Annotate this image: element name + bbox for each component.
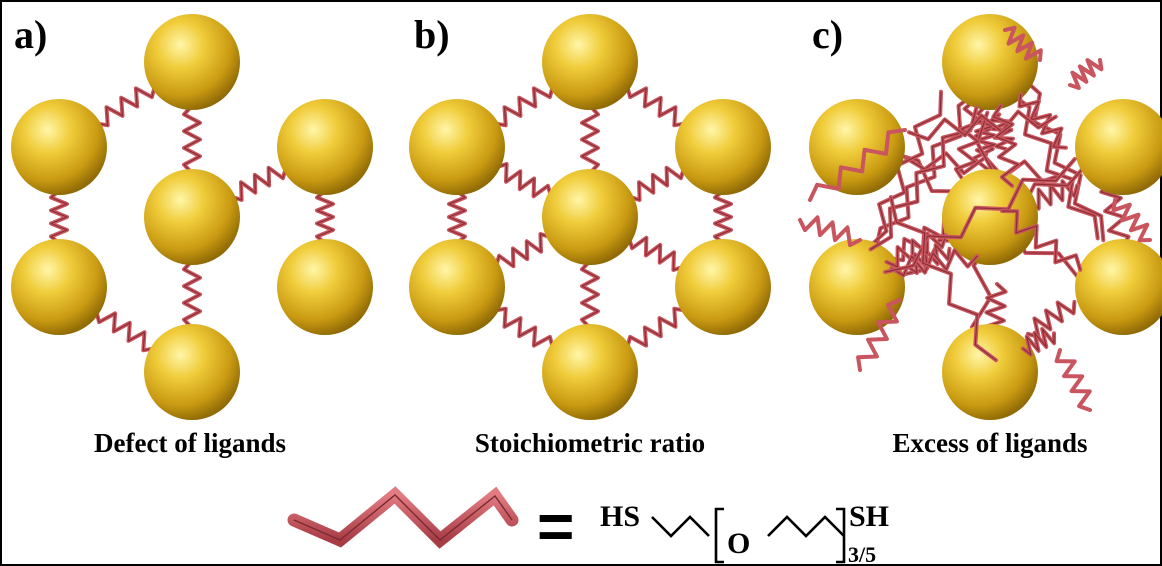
formula-hs: HS xyxy=(600,500,640,533)
ligand-a-2-edge xyxy=(183,105,201,174)
nanoparticle-c-lr xyxy=(1075,239,1162,335)
nanoparticle-b-bot xyxy=(542,324,638,420)
ligand-c-loose-4 xyxy=(1054,348,1092,412)
ligand-a-3-edge xyxy=(230,167,287,201)
ligand-b-1-edge xyxy=(493,85,554,126)
formula-o: O xyxy=(727,527,750,560)
ligands-panel-b xyxy=(447,83,733,351)
ligand-c-loose-7 xyxy=(798,215,862,248)
ligand-c-20-edge xyxy=(990,114,1014,150)
ligand-legend-icon-edge xyxy=(293,494,513,541)
equals-sign: = xyxy=(537,490,574,562)
panel-letter-b: b) xyxy=(414,12,450,57)
ligand-c-1-edge xyxy=(886,233,947,268)
ligand-b-10-edge xyxy=(495,233,552,267)
ligand-b-2-edge xyxy=(626,85,687,126)
ligand-b-6-edge xyxy=(448,190,466,244)
ligand-b-9-edge xyxy=(628,167,685,201)
ligand-c-19-edge xyxy=(1001,210,1081,270)
nanoparticle-c-ll xyxy=(809,239,905,335)
ligands-panel-a xyxy=(49,83,335,353)
nanoparticle-c-ul xyxy=(809,99,905,195)
nanoparticle-c-bot xyxy=(942,324,1038,420)
ligand-c-25-edge xyxy=(1022,328,1055,356)
formula-sh: SH xyxy=(849,500,889,533)
ligand-c-28-edge xyxy=(992,105,1019,187)
ligand-b-11-edge xyxy=(628,237,685,271)
ligand-a-4-edge xyxy=(50,190,68,244)
nanoparticle-a-bot xyxy=(144,324,240,420)
ligand-b-12-edge xyxy=(581,260,599,329)
ligand-b-7-edge xyxy=(581,105,599,174)
nanoparticle-a-ul xyxy=(11,99,107,195)
nanoparticle-a-ur xyxy=(277,99,373,195)
ligand-c-26-edge xyxy=(955,99,982,181)
ligand-a-5-edge xyxy=(316,190,334,244)
nanoparticles-panel-a xyxy=(11,14,373,420)
ligand-c-loose-6 xyxy=(1003,25,1043,62)
nanoparticle-a-ctr xyxy=(144,169,240,265)
caption-panel-b: Stoichiometric ratio xyxy=(475,428,705,458)
ligand-c-loose-3 xyxy=(856,298,902,372)
nanoparticles-panel-b xyxy=(409,14,771,420)
ligand-c-loose-2 xyxy=(1068,58,1104,90)
ligand-c-13-edge xyxy=(890,196,997,361)
ligand-b-3-edge xyxy=(714,190,732,244)
nanoparticle-b-ll xyxy=(409,239,505,335)
caption-panel-a: Defect of ligands xyxy=(94,428,286,458)
ligand-b-8-edge xyxy=(495,163,552,197)
nanoparticle-c-ctr xyxy=(942,169,1038,265)
formula-skeleton xyxy=(651,507,846,564)
nanoparticle-b-ur xyxy=(675,99,771,195)
ligand-a-6-edge xyxy=(183,260,201,329)
ligand-c-22-edge xyxy=(908,111,1057,140)
ligand-a-7-edge xyxy=(95,310,156,351)
ligand-c-loose-1 xyxy=(808,128,907,202)
ligand-c-loose-5 xyxy=(1111,198,1152,243)
legend: = HS O SH 3/5 xyxy=(287,486,889,566)
nanoparticle-a-lr xyxy=(277,239,373,335)
nanoparticle-b-ctr xyxy=(542,169,638,265)
nanoparticle-c-top xyxy=(942,14,1038,110)
ligand-b-5-edge xyxy=(493,308,554,349)
ligand-c-14-edge xyxy=(1027,301,1075,338)
nanoparticle-a-ll xyxy=(11,239,107,335)
ligand-a-1-edge xyxy=(95,85,156,126)
caption-panel-c: Excess of ligands xyxy=(892,428,1087,458)
nanoparticle-b-top xyxy=(542,14,638,110)
nanoparticle-b-lr xyxy=(675,239,771,335)
ligands-panel-c-overlay xyxy=(798,25,1152,412)
ligand-c-23-edge xyxy=(1010,93,1099,239)
ligand-b-4-edge xyxy=(626,308,687,349)
nanoparticle-c-ur xyxy=(1075,99,1162,195)
nanoparticle-b-ul xyxy=(409,99,505,195)
nanoparticle-a-top xyxy=(144,14,240,110)
panel-letter-a: a) xyxy=(14,12,47,57)
panel-letter-c: c) xyxy=(812,12,843,57)
ligand-c-16-edge xyxy=(1018,93,1066,149)
nanoparticles-panel-c xyxy=(809,14,1162,420)
ligand-c-7-edge xyxy=(884,158,1076,273)
formula-repeat-subscript: 3/5 xyxy=(848,542,876,566)
